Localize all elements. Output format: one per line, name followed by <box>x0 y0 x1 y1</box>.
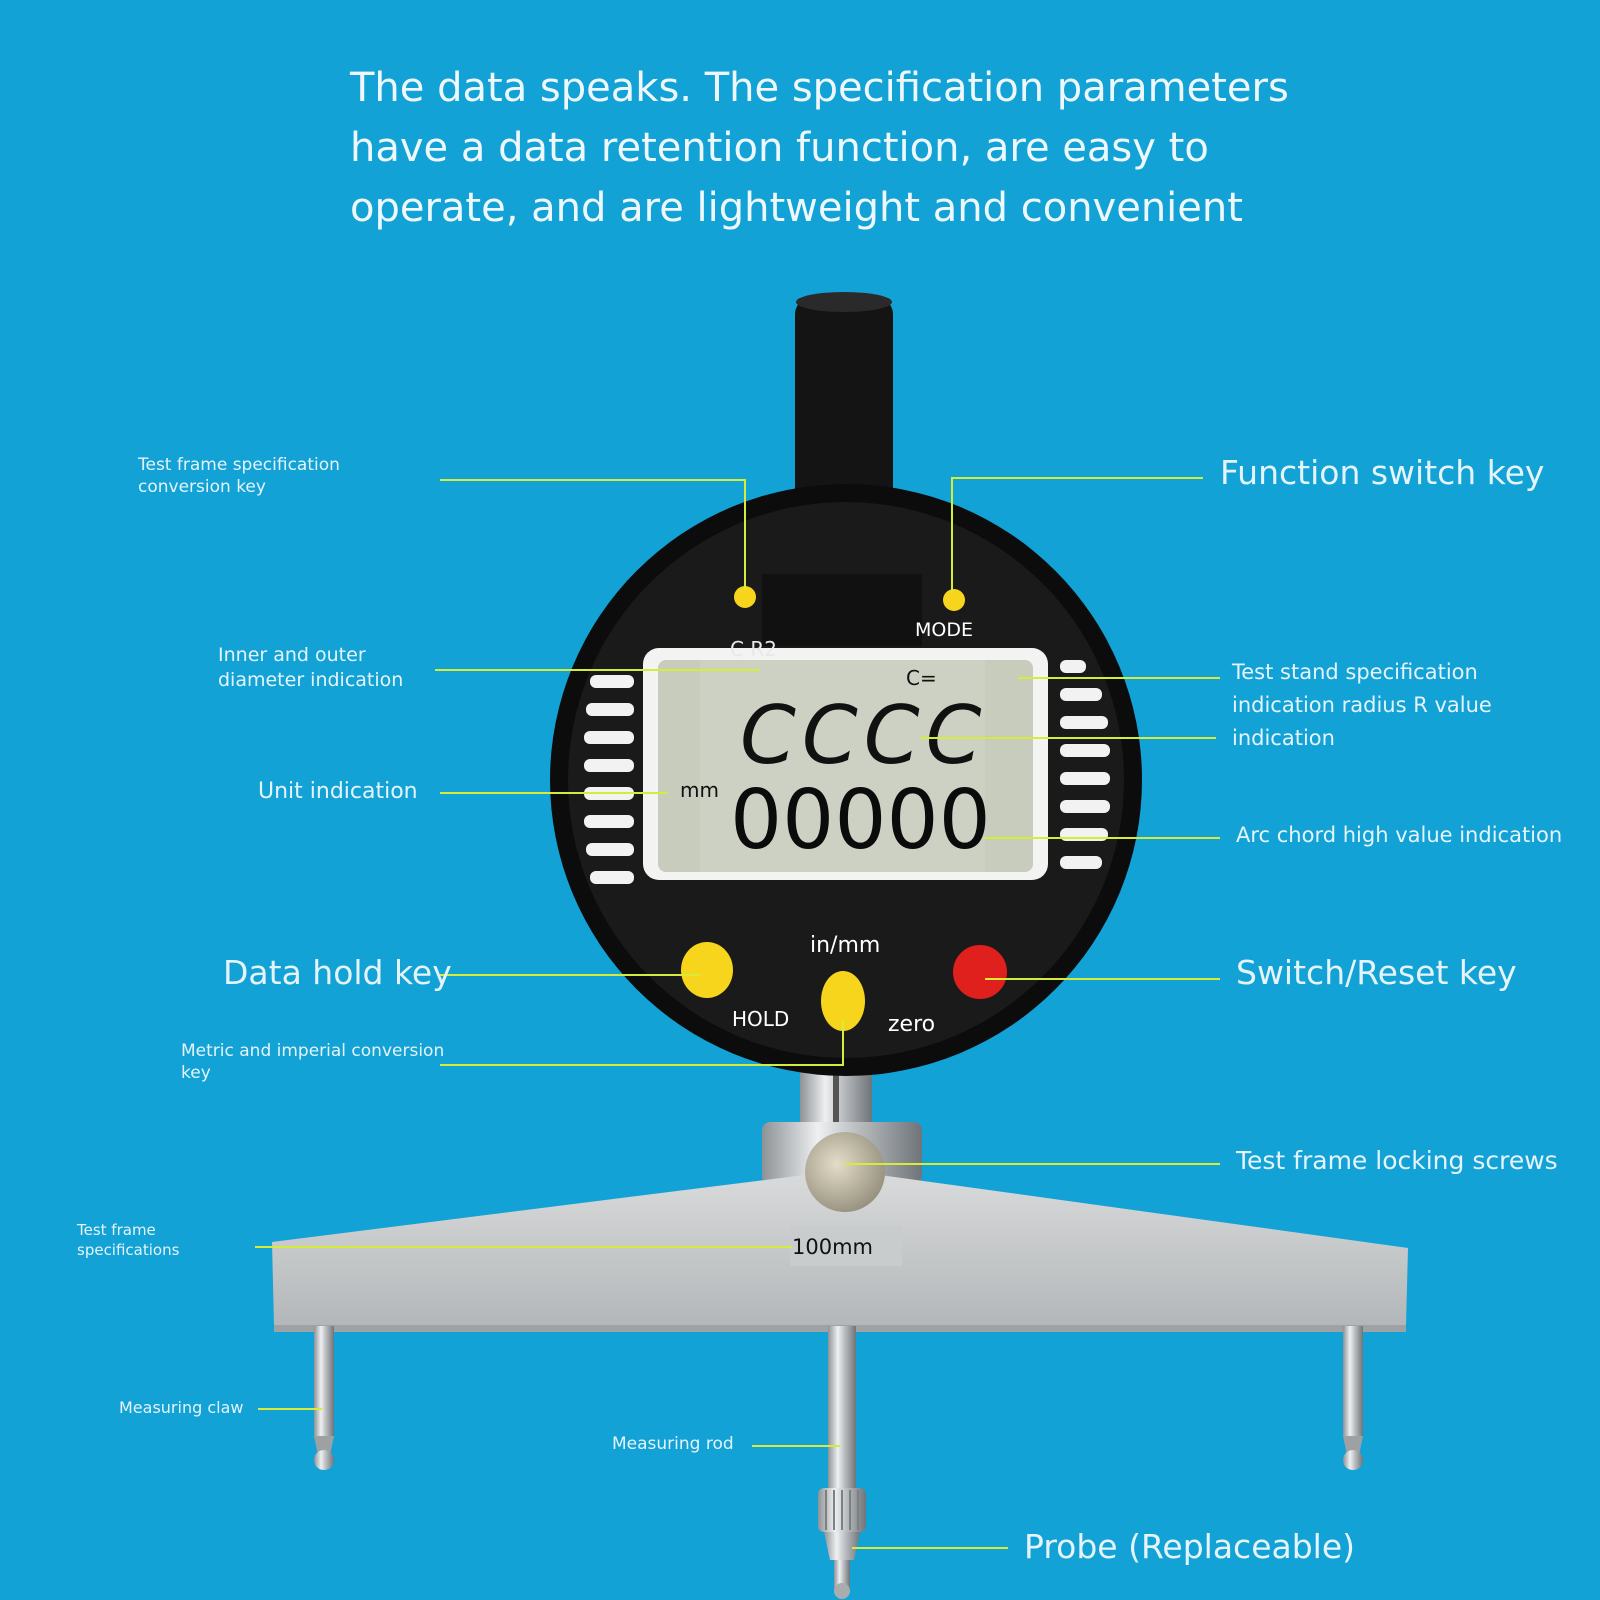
leader-lines <box>255 477 1220 1549</box>
callout-unit-indication: Unit indication <box>258 779 418 804</box>
top-label-left: C R2 <box>730 637 777 661</box>
callout-spec-conversion-key: Test frame specification conversion key <box>138 455 340 498</box>
zero-key[interactable] <box>953 945 1007 999</box>
callout-data-hold-key: Data hold key <box>223 953 452 992</box>
callout-radius-indication: Test stand specification indication radi… <box>1232 660 1492 750</box>
callout-diameter-indication: Inner and outer diameter indication <box>218 644 404 691</box>
left-grip <box>584 675 634 884</box>
callout-switch-reset-key: Switch/Reset key <box>1236 953 1517 992</box>
measuring-rod <box>828 1326 856 1491</box>
callout-measuring-claw: Measuring claw <box>119 1398 244 1417</box>
unit-key-label: in/mm <box>810 933 880 958</box>
callout-metric-imperial-key: Metric and imperial conversion key <box>181 1041 445 1084</box>
gauge-stem <box>795 298 893 528</box>
lcd-reading: 00000 <box>730 773 991 868</box>
locking-screw[interactable] <box>805 1132 885 1212</box>
hold-key[interactable] <box>681 942 733 998</box>
right-grip <box>1060 660 1110 869</box>
spec-conversion-key[interactable] <box>734 586 756 608</box>
left-measuring-claw <box>314 1326 334 1470</box>
callout-frame-specifications: Test frame specifications <box>77 1221 180 1259</box>
zero-key-label: zero <box>888 1012 935 1037</box>
callout-probe: Probe (Replaceable) <box>1024 1527 1356 1566</box>
lcd-prefix: C= <box>906 666 937 690</box>
callout-locking-screws: Test frame locking screws <box>1236 1146 1558 1175</box>
callout-measuring-rod: Measuring rod <box>612 1434 734 1454</box>
headline: The data speaks. The specification param… <box>350 65 1289 231</box>
lcd-unit: mm <box>680 778 719 802</box>
right-measuring-claw <box>1343 1326 1363 1470</box>
callout-function-switch-key: Function switch key <box>1220 453 1545 492</box>
top-label-mode: MODE <box>915 619 973 641</box>
hold-key-label: HOLD <box>732 1007 789 1031</box>
frame-size-label: 100mm <box>792 1235 873 1259</box>
probe <box>818 1488 866 1599</box>
unit-key[interactable] <box>821 971 865 1031</box>
lcd-segment-text: CCCC <box>740 689 987 782</box>
mode-key[interactable] <box>943 589 965 611</box>
callout-arc-chord-indication: Arc chord high value indication <box>1236 823 1563 847</box>
